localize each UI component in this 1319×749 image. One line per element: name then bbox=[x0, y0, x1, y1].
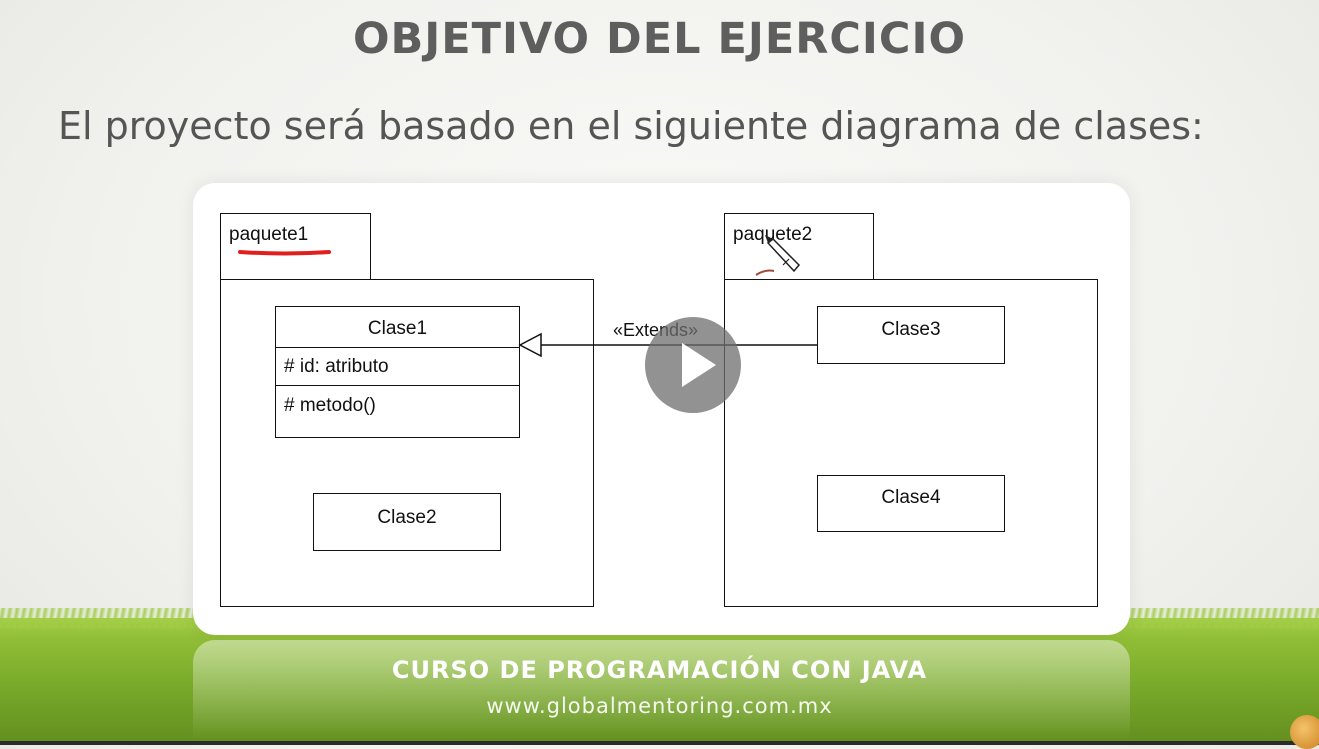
clase4-box bbox=[817, 475, 1005, 532]
clase2-name: Clase2 bbox=[377, 507, 437, 528]
clase1-method: # metodo() bbox=[284, 395, 376, 416]
clase1-box bbox=[275, 306, 520, 438]
play-icon bbox=[682, 343, 716, 387]
clase3-box bbox=[817, 306, 1005, 364]
logo-icon bbox=[1290, 715, 1319, 749]
clase1-divider-1 bbox=[275, 347, 520, 348]
card-reflection bbox=[193, 640, 1130, 740]
extends-arrow-head bbox=[518, 332, 542, 358]
slide-title: OBJETIVO DEL EJERCICIO bbox=[352, 14, 967, 64]
package1-tab bbox=[220, 213, 371, 280]
course-title: CURSO DE PROGRAMACIÓN CON JAVA bbox=[391, 656, 928, 684]
clase1-divider-2 bbox=[275, 385, 520, 386]
clase1-attribute: # id: atributo bbox=[284, 356, 389, 377]
video-progress-track[interactable] bbox=[0, 741, 1319, 745]
clase3-name: Clase3 bbox=[881, 319, 941, 340]
clase1-name: Clase1 bbox=[367, 318, 428, 339]
pencil-icon bbox=[765, 235, 801, 273]
package1-name: paquete1 bbox=[229, 224, 309, 245]
annotation-underline bbox=[238, 250, 331, 256]
package2-tab bbox=[724, 213, 874, 280]
slide-subtitle: El proyecto será basado en el siguiente … bbox=[58, 104, 1204, 148]
package2-name: paquete2 bbox=[733, 224, 813, 245]
clase2-box bbox=[313, 493, 501, 551]
annotation-mark bbox=[755, 269, 775, 276]
play-button[interactable] bbox=[645, 317, 741, 413]
website-url: www.globalmentoring.com.mx bbox=[486, 694, 833, 718]
clase4-name: Clase4 bbox=[881, 487, 941, 508]
